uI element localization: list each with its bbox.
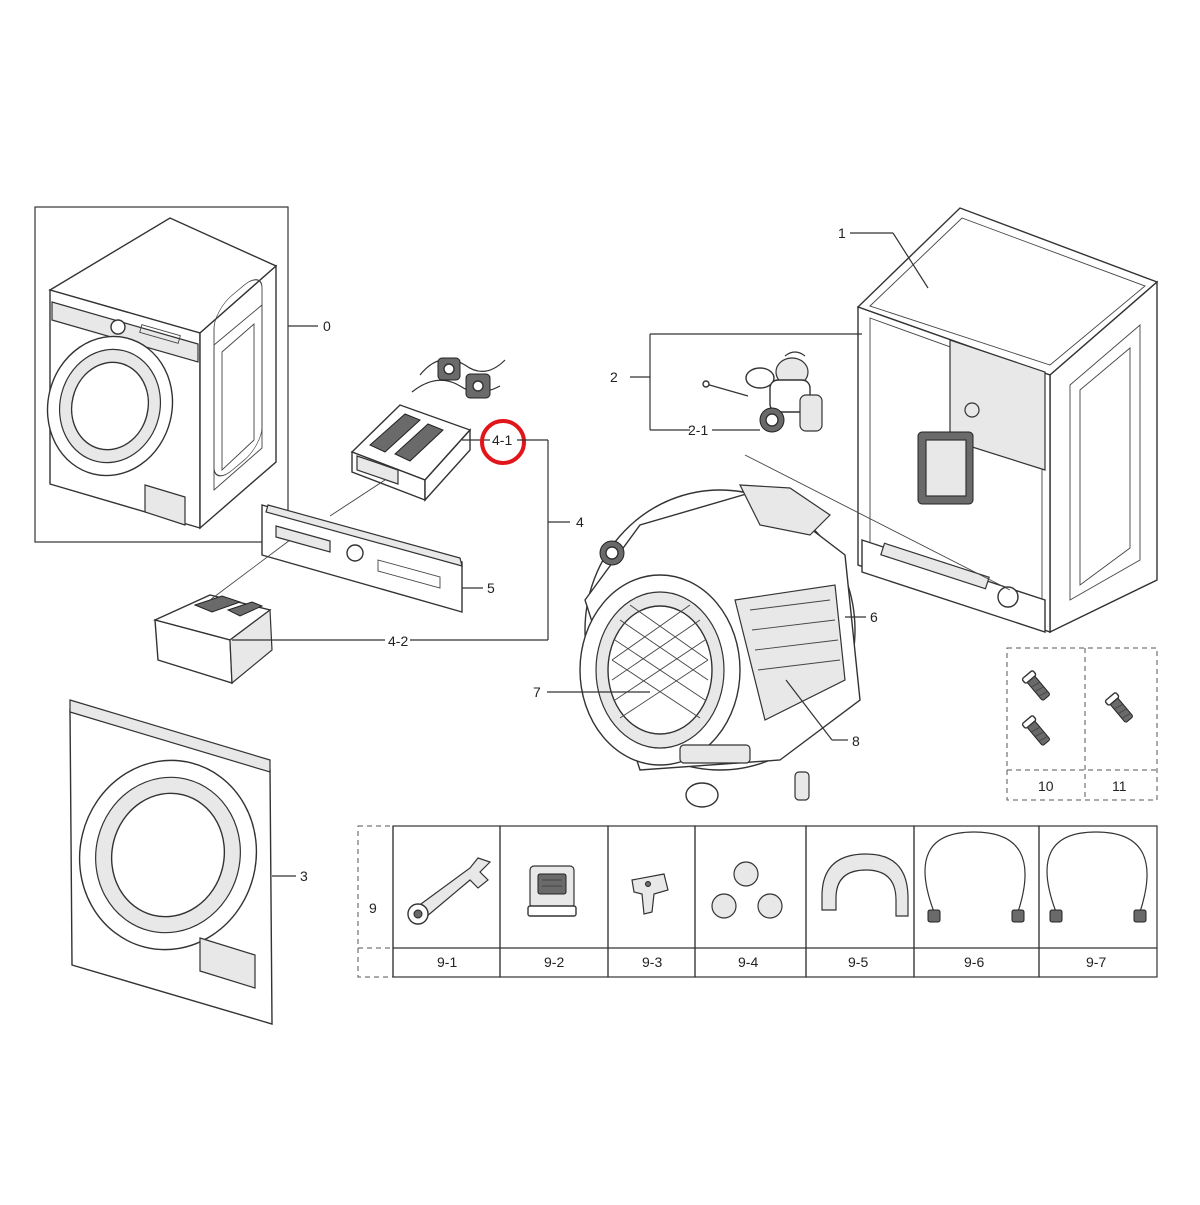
control-panel-part[interactable] (261, 504, 463, 613)
callout-5: 5 (487, 580, 495, 596)
callout-10: 10 (1038, 778, 1054, 794)
inlet-hose-icon[interactable] (1046, 831, 1148, 923)
accessory-label-9-4: 9-4 (738, 954, 758, 970)
callout-8: 8 (852, 733, 860, 749)
highlight-circle-4-1 (480, 419, 526, 465)
cabinet-part[interactable] (856, 207, 1159, 634)
tub-assembly-part[interactable] (579, 484, 861, 808)
callout-3: 3 (300, 868, 308, 884)
callout-2-1: 2-1 (688, 422, 708, 438)
accessory-label-9-6: 9-6 (964, 954, 984, 970)
front-panel-part[interactable] (60, 699, 277, 1025)
accessory-label-9-1: 9-1 (437, 954, 457, 970)
callout-1: 1 (838, 225, 846, 241)
wrench-icon[interactable] (407, 857, 492, 925)
bracket-clip-icon[interactable] (527, 865, 577, 917)
callout-7: 7 (533, 684, 541, 700)
inlet-hose-icon[interactable] (924, 831, 1026, 923)
callout-11: 11 (1112, 778, 1127, 794)
accessories-box (357, 825, 1158, 978)
callout-0: 0 (323, 318, 331, 334)
callout-6: 6 (870, 609, 878, 625)
screw-10-part[interactable] (1021, 670, 1052, 747)
washer-assembly-part[interactable] (33, 206, 289, 543)
accessory-label-9-7: 9-7 (1086, 954, 1106, 970)
round-caps-icon[interactable] (711, 861, 783, 919)
callout-4: 4 (576, 514, 584, 530)
accessory-label-9-2: 9-2 (544, 954, 564, 970)
screw-11-part[interactable] (1104, 692, 1135, 724)
callout-4-1: 4-1 (492, 432, 512, 448)
accessory-label-9-5: 9-5 (848, 954, 868, 970)
drain-pump-part[interactable] (702, 351, 823, 433)
screws-box (1006, 647, 1158, 801)
callout-9: 9 (369, 900, 377, 916)
detergent-drawer-part[interactable] (152, 594, 273, 685)
detergent-housing-part[interactable] (350, 357, 506, 502)
accessory-label-9-3: 9-3 (642, 954, 662, 970)
cap-tab-icon[interactable] (631, 873, 669, 915)
callout-2: 2 (610, 369, 618, 385)
hose-guide-icon[interactable] (821, 853, 909, 917)
callout-4-2: 4-2 (388, 633, 408, 649)
